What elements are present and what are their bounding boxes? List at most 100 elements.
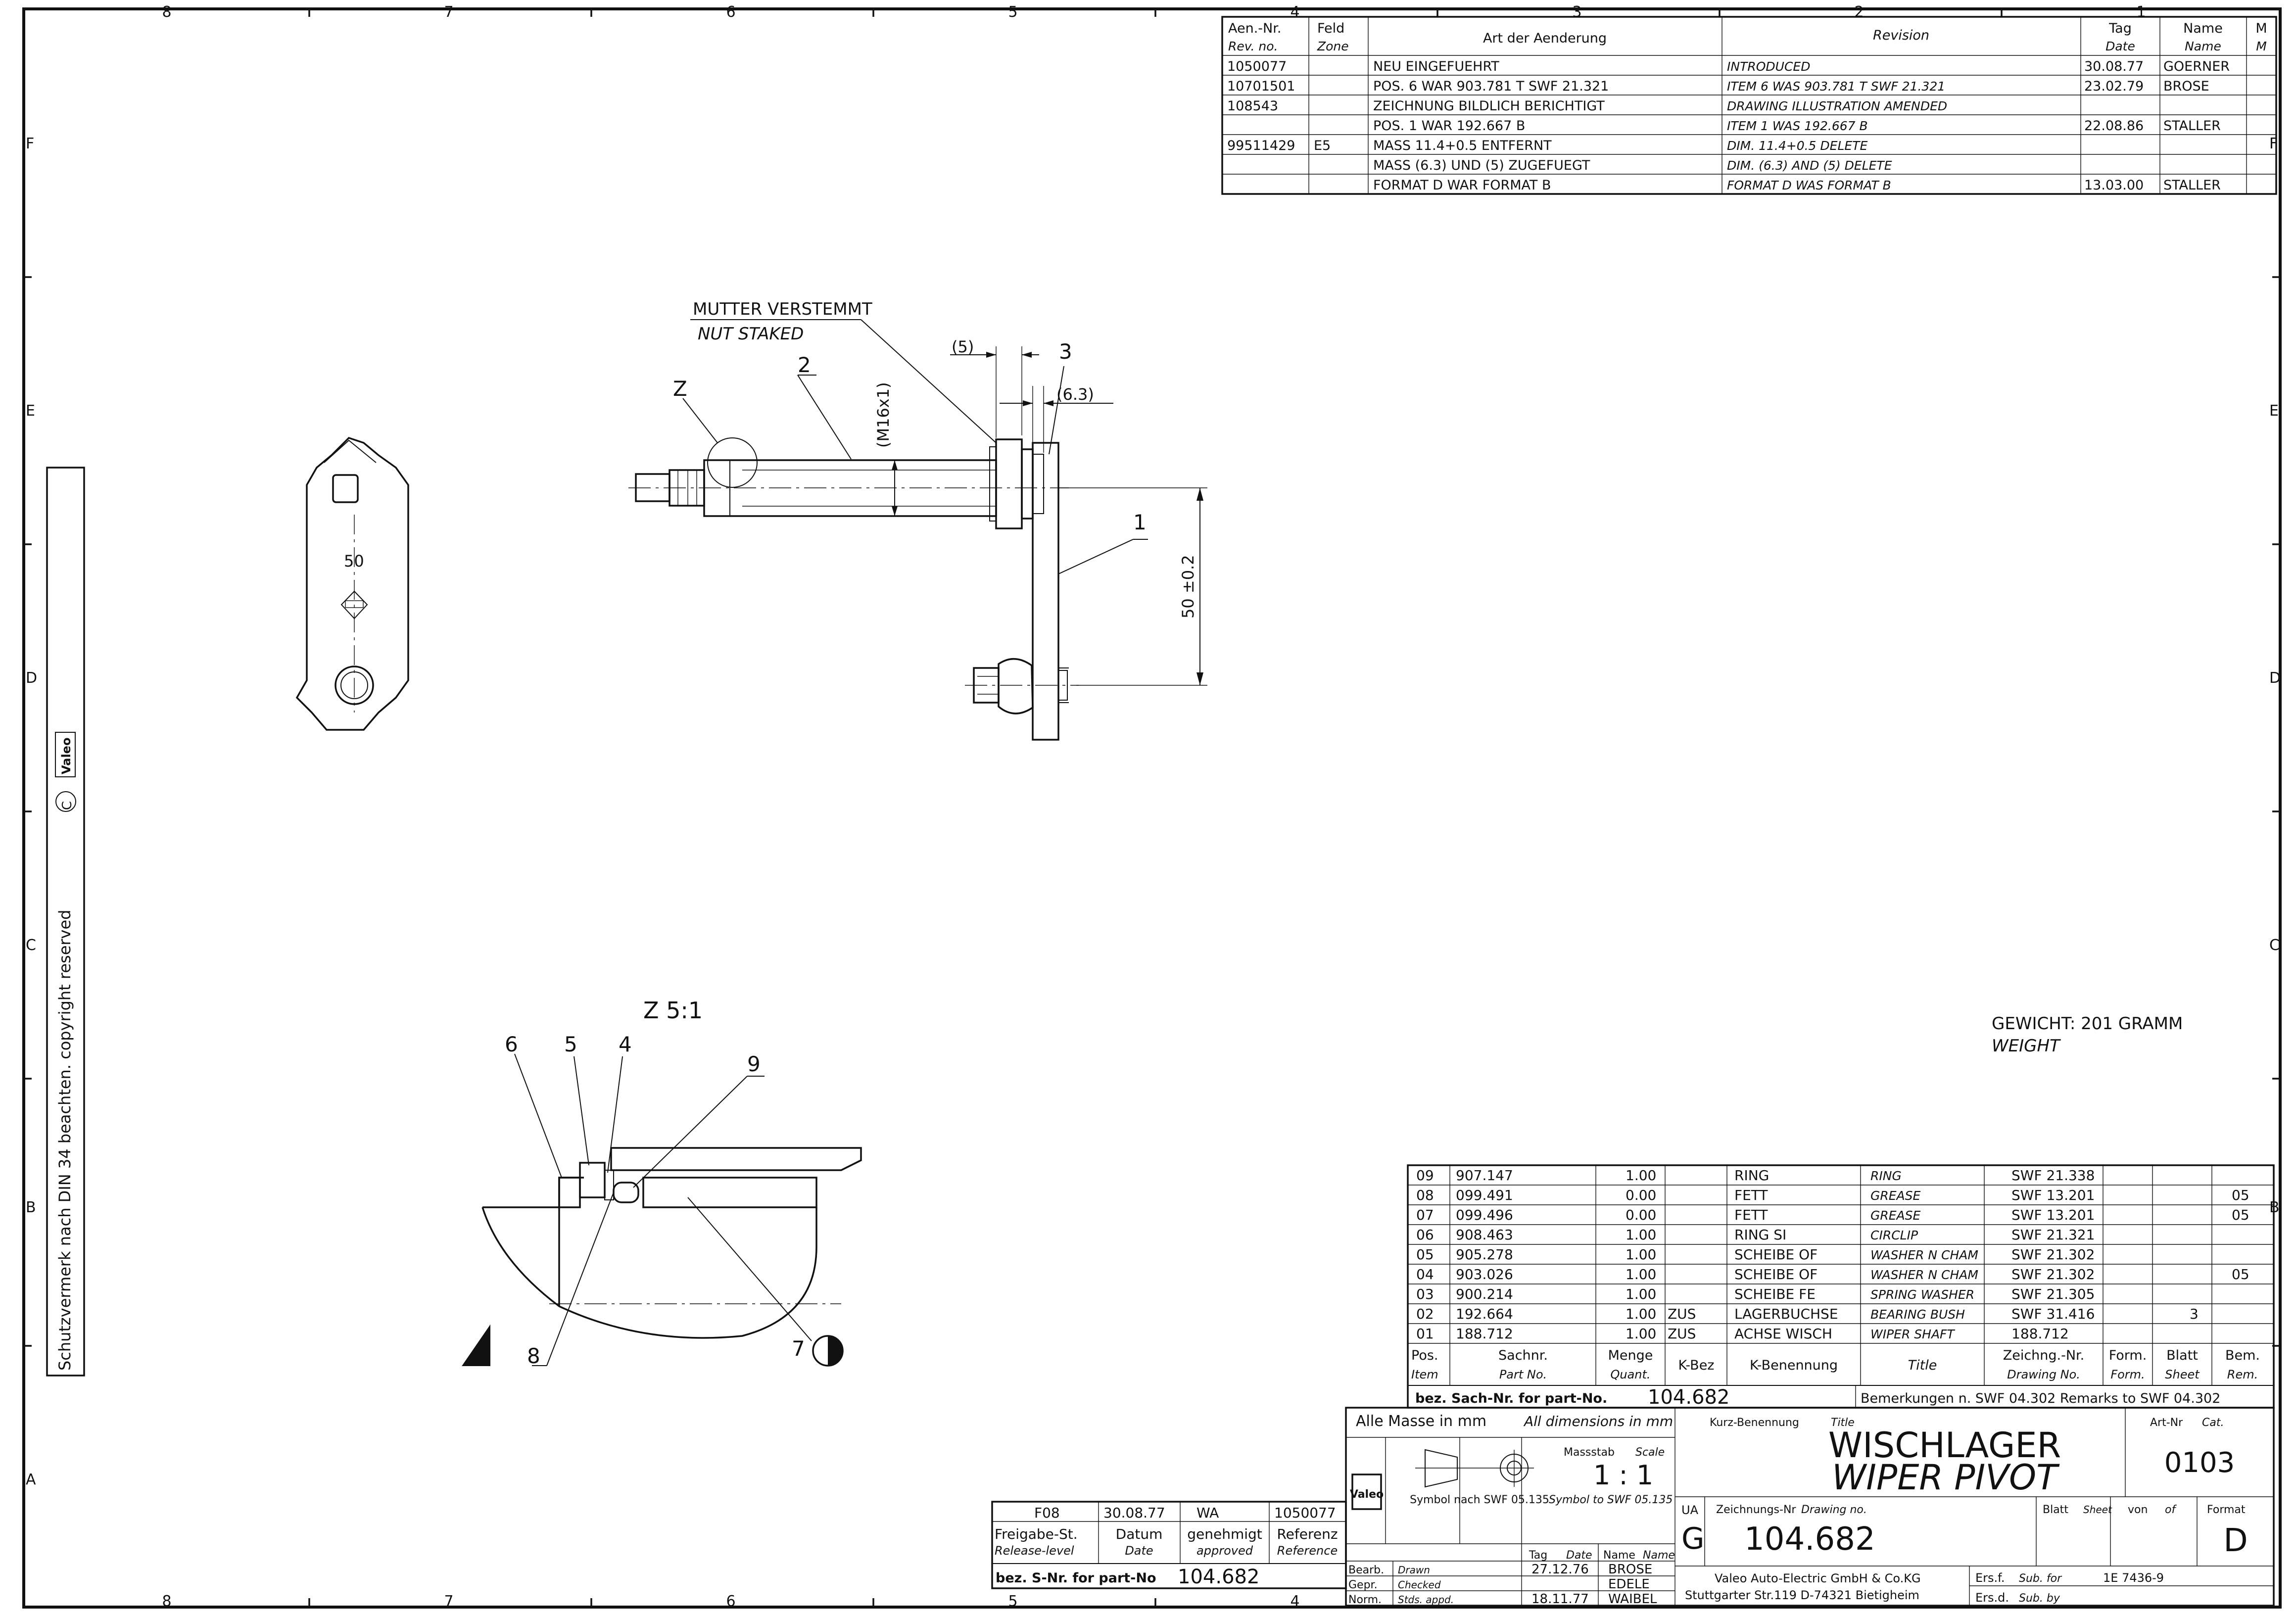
- drawn-name: BROSE: [1608, 1562, 1652, 1577]
- release-level-header-en: Release-level: [995, 1544, 1074, 1558]
- column-label: 1: [2136, 3, 2146, 21]
- parts-header: Form.: [2109, 1348, 2147, 1363]
- rev-cell: FORMAT D WAR FORMAT B: [1373, 178, 1551, 193]
- release-level-value: F08: [1034, 1505, 1060, 1521]
- rev-header-zone-en: Zone: [1317, 39, 1349, 53]
- parts-row: 06 908.463 1.00 RING SI CIRCLIP SWF 21.3…: [1416, 1227, 2095, 1243]
- callout-4: 4: [619, 1032, 632, 1056]
- parts-cell: 907.147: [1456, 1167, 1513, 1184]
- format-value: D: [2223, 1522, 2248, 1559]
- weight-label: GEWICHT: 201 GRAMM: [1992, 1014, 2183, 1034]
- revision-row: MASS (6.3) UND (5) ZUGEFUEGT DIM. (6.3) …: [1373, 158, 1892, 173]
- release-reference-value: 1050077: [1274, 1505, 1336, 1521]
- weight-label-en: WEIGHT: [1992, 1036, 2061, 1056]
- rev-cell: POS. 6 WAR 903.781 T SWF 21.321: [1373, 79, 1609, 94]
- rev-cell: GOERNER: [2163, 59, 2230, 74]
- rev-cell: ITEM 1 WAS 192.667 B: [1727, 119, 1868, 133]
- parts-bez-label: bez. Sach-Nr. for part-No.: [1415, 1391, 1607, 1406]
- scale-value: 1 : 1: [1593, 1460, 1653, 1491]
- rev-header-m: M: [2255, 21, 2267, 36]
- row-label: E: [26, 402, 35, 420]
- scale-label: Massstab: [1564, 1446, 1615, 1459]
- rev-cell: POS. 1 WAR 192.667 B: [1373, 118, 1525, 134]
- dim-50-tolerance: 50 ±0.2: [1179, 555, 1197, 618]
- short-name-label: Kurz-Benennung: [1710, 1417, 1799, 1429]
- parts-header: Item: [1411, 1368, 1438, 1381]
- drawing-no-label-en: Drawing no.: [1801, 1504, 1867, 1516]
- parts-remarks: Bemerkungen n. SWF 04.302 Remarks to SWF…: [1861, 1391, 2220, 1406]
- parts-cell: SWF 21.321: [2011, 1227, 2095, 1243]
- callout-2: 2: [798, 353, 811, 377]
- parts-cell: BEARING BUSH: [1870, 1307, 1965, 1322]
- ers-d-label-en: Sub. by: [2019, 1592, 2060, 1605]
- of-label-en: of: [2165, 1504, 2177, 1516]
- parts-list: 09 907.147 1.00 RING RING SWF 21.338 08 …: [1407, 1164, 2275, 1409]
- release-date-header-en: Date: [1125, 1544, 1153, 1558]
- row-label: F: [26, 135, 34, 152]
- parts-cell: 0.00: [1626, 1187, 1656, 1203]
- parts-cell: ZUS: [1668, 1306, 1696, 1322]
- cat-label: Art-Nr: [2150, 1417, 2183, 1429]
- parts-cell: 09: [1416, 1167, 1434, 1184]
- parts-cell: 05: [1416, 1246, 1434, 1263]
- parts-cell: 900.214: [1456, 1286, 1513, 1302]
- parts-cell: 07: [1416, 1207, 1434, 1223]
- checked-label: Gepr.: [1348, 1579, 1378, 1591]
- parts-cell: GREASE: [1870, 1188, 1921, 1203]
- callout-3: 3: [1059, 339, 1072, 364]
- parts-header: Bem.: [2225, 1348, 2260, 1363]
- cat-label-en: Cat.: [2202, 1417, 2224, 1429]
- norm-name: WAIBEL: [1608, 1592, 1657, 1607]
- parts-row: 02 192.664 1.00 ZUS LAGERBUCHSE BEARING …: [1416, 1306, 2199, 1322]
- detail-z-view: Z 5:1 6 5 4 9 8 7: [462, 997, 862, 1368]
- note-nut-staked-de: MUTTER VERSTEMMT: [693, 299, 872, 319]
- dim-5: (5): [952, 337, 974, 356]
- revision-row: 108543 ZEICHNUNG BILDLICH BERICHTIGT DRA…: [1227, 98, 1947, 114]
- norm-label: Norm.: [1348, 1594, 1382, 1606]
- parts-cell: SCHEIBE FE: [1734, 1286, 1816, 1302]
- callout-8: 8: [527, 1344, 540, 1368]
- side-view: 50 ±0.2 (M16x1) (5) (6.3) 3 2 1: [628, 299, 1207, 741]
- column-label: 3: [1572, 3, 1581, 21]
- row-label: A: [26, 1471, 36, 1488]
- title-block: Alle Masse in mm All dimensions in mm Va…: [1345, 1407, 2275, 1607]
- column-label: 5: [1008, 3, 1017, 21]
- parts-cell: GREASE: [1870, 1208, 1921, 1223]
- valeo-logo-icon: [1351, 1473, 1382, 1510]
- copyright-text: Schutzvermerk nach DIN 34 beachten. copy…: [55, 910, 74, 1371]
- callout-7: 7: [792, 1336, 805, 1361]
- parts-cell: 02: [1416, 1306, 1434, 1322]
- parts-header: Blatt: [2166, 1348, 2198, 1363]
- dims-note-en: All dimensions in mm: [1523, 1413, 1673, 1429]
- parts-cell: 01: [1416, 1326, 1434, 1342]
- parts-cell: 04: [1416, 1266, 1434, 1282]
- parts-header: K-Benennung: [1750, 1358, 1838, 1373]
- column-label: 5: [1008, 1593, 1017, 1610]
- parts-cell: 1.00: [1626, 1326, 1656, 1342]
- rev-header-rev-no: Aen.-Nr.: [1228, 21, 1281, 36]
- release-approved-header: genehmigt: [1187, 1526, 1262, 1542]
- rev-cell: FORMAT D WAS FORMAT B: [1727, 178, 1891, 192]
- format-label: Format: [2207, 1504, 2246, 1516]
- detail-title: Z 5:1: [643, 997, 703, 1024]
- rev-cell: DIM. (6.3) AND (5) DELETE: [1727, 158, 1892, 173]
- column-label: 8: [162, 1593, 171, 1610]
- callout-1: 1: [1133, 510, 1147, 534]
- rev-cell: MASS (6.3) UND (5) ZUGEFUEGT: [1373, 158, 1590, 173]
- column-label: 4: [1290, 3, 1299, 21]
- parts-cell: 03: [1416, 1286, 1434, 1302]
- parts-cell: 1.00: [1626, 1246, 1656, 1263]
- ua-value: G: [1681, 1521, 1705, 1556]
- rev-header-name: Name: [2183, 21, 2223, 36]
- copyright-strip: Schutzvermerk nach DIN 34 beachten. copy…: [46, 467, 85, 1377]
- checked-label-en: Checked: [1398, 1579, 1441, 1591]
- parts-cell: RING: [1734, 1167, 1769, 1184]
- company-line-2: Stuttgarter Str.119 D-74321 Bietigheim: [1685, 1588, 1919, 1602]
- drawing-no-label: Zeichnungs-Nr: [1716, 1504, 1796, 1516]
- parts-row: 09 907.147 1.00 RING RING SWF 21.338: [1416, 1167, 2095, 1184]
- ers-f-label: Ers.f.: [1975, 1571, 2005, 1585]
- parts-cell: WASHER N CHAM: [1870, 1268, 1978, 1282]
- front-dim-50: 50: [344, 552, 364, 570]
- parts-cell: 099.491: [1456, 1187, 1513, 1203]
